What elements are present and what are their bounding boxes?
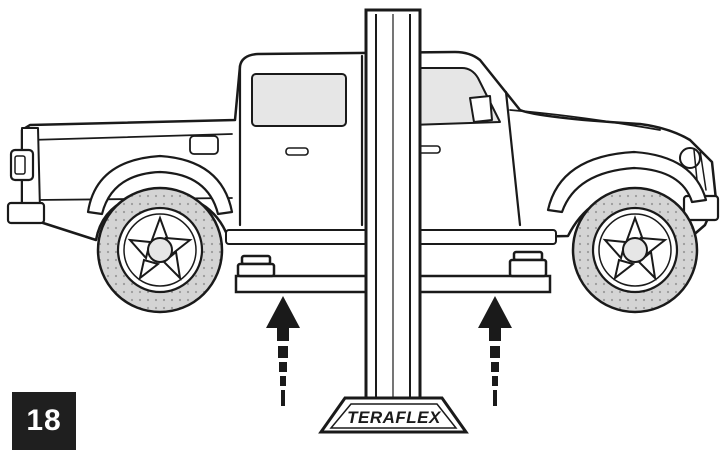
door-handle	[285, 147, 309, 156]
side-mirror	[469, 95, 493, 123]
rear-wheel	[96, 186, 224, 314]
rear-hub	[147, 237, 173, 263]
lift-pad-right	[508, 250, 548, 278]
step-number-badge: 18	[12, 392, 76, 450]
rear-fender-flare	[86, 154, 234, 216]
lift-arm-right	[410, 274, 552, 294]
up-arrow-icon	[266, 296, 300, 406]
lift-column	[364, 8, 422, 407]
front-hub	[622, 237, 648, 263]
up-arrow-icon	[478, 296, 512, 406]
lift-pad-left	[236, 254, 276, 278]
front-wheel	[571, 186, 699, 314]
fuel-door	[189, 135, 219, 155]
lift-brand-label: TERAFLEX	[347, 408, 442, 427]
headlight	[679, 147, 701, 169]
cab	[238, 54, 522, 227]
front-fender-flare	[546, 150, 708, 214]
cab-rear-window	[251, 73, 347, 127]
rear-bumper	[6, 201, 46, 225]
lift-base: TERAFLEX	[318, 396, 469, 434]
lift-arm-left	[234, 274, 376, 294]
lift-arms	[234, 250, 552, 294]
hood-line	[509, 109, 661, 131]
